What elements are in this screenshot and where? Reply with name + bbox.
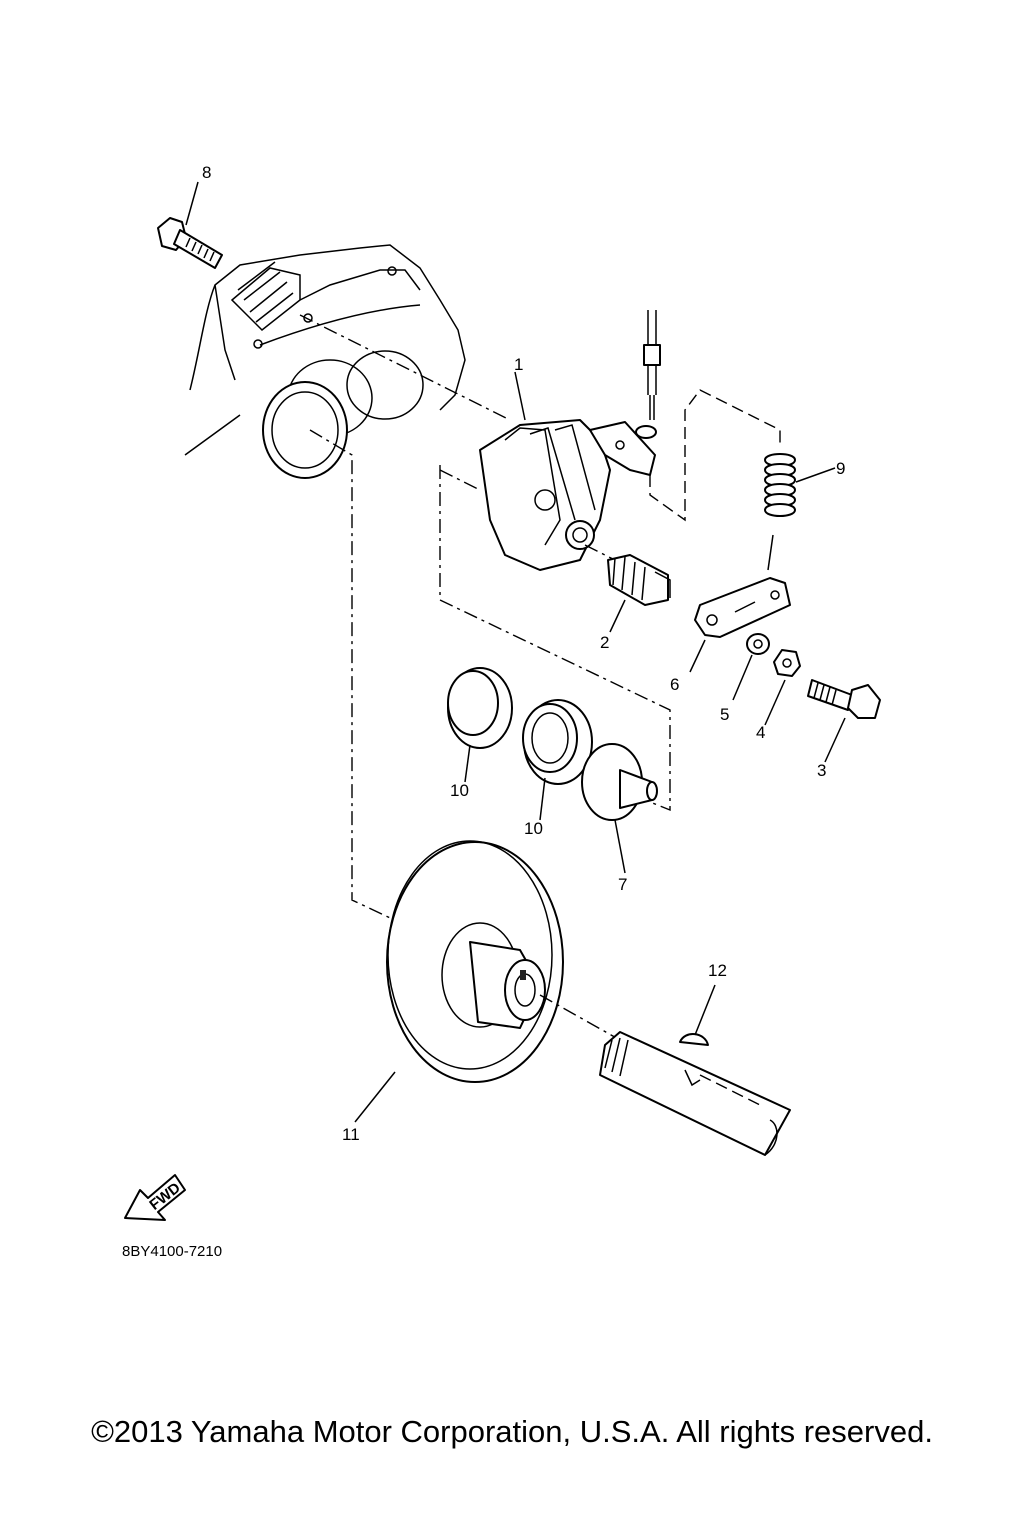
part-10-bushing-b — [522, 699, 593, 821]
callout-6: 6 — [670, 675, 679, 694]
part-11-pulley-sheave — [354, 840, 564, 1123]
callout-7: 7 — [618, 875, 627, 894]
callout-8: 8 — [202, 163, 211, 182]
copyright-notice: ©2013 Yamaha Motor Corporation, U.S.A. A… — [91, 1414, 933, 1449]
callout-10a: 10 — [450, 781, 469, 800]
part-10-bushing-a — [447, 667, 513, 783]
part-8-flange-bolt — [157, 181, 223, 269]
callout-11: 11 — [342, 1125, 360, 1144]
callout-9: 9 — [836, 459, 845, 478]
engine-case-housing — [184, 244, 511, 456]
forward-direction-arrow: FWD — [124, 1174, 186, 1221]
part-7-slider — [581, 743, 658, 874]
part-5-washer — [732, 633, 770, 701]
callout-2: 2 — [600, 633, 609, 652]
part-3-bolt — [807, 679, 881, 763]
diagram-code: 8BY4100-7210 — [122, 1243, 222, 1260]
callout-5: 5 — [720, 705, 729, 724]
part-2-adjuster — [584, 544, 671, 633]
callout-12: 12 — [708, 961, 727, 980]
part-12-woodruff-key — [679, 984, 716, 1046]
control-cable — [635, 310, 781, 522]
callout-3: 3 — [817, 761, 826, 780]
part-9-spring — [764, 453, 836, 571]
gasket-ring — [262, 381, 348, 479]
drive-shaft — [539, 994, 791, 1156]
callout-4: 4 — [756, 723, 765, 742]
part-6-lever-plate — [689, 577, 791, 673]
part-4-nut — [764, 649, 801, 726]
callout-10b: 10 — [524, 819, 543, 838]
callout-1: 1 — [514, 355, 523, 374]
part-1-clutch-carrier — [479, 371, 656, 571]
